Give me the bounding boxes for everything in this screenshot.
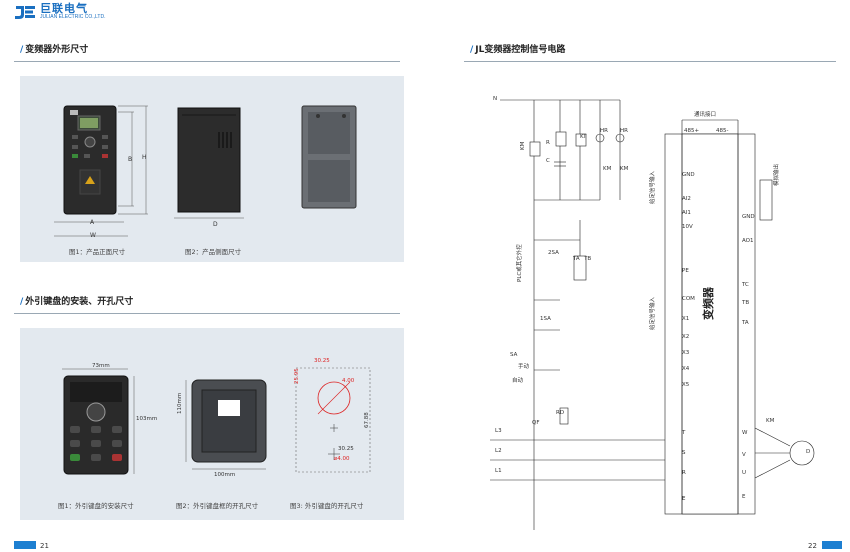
label-hr-1: HR xyxy=(600,128,608,134)
section-title-circuit: /JL变频器控制信号电路 xyxy=(470,45,566,55)
page-number-right: 22 xyxy=(808,542,817,550)
keyboard-dimensions-panel: 73mm 103mm 110mm 100mm 30.25 25.95 4.00 … xyxy=(20,328,404,520)
inverter-back-drawing xyxy=(301,105,357,209)
label-t: T xyxy=(682,430,686,436)
label-l1: L1 xyxy=(495,468,502,474)
label-manual: 手动 xyxy=(518,364,530,370)
inverter-side-drawing xyxy=(174,107,244,219)
label-r-in: R xyxy=(682,470,686,476)
label-motor-d: D xyxy=(806,449,811,455)
label-x3: X3 xyxy=(682,350,690,356)
label-rd: RD xyxy=(556,410,565,416)
label-2sa: 2SA xyxy=(548,250,559,256)
label-kt: KT xyxy=(580,134,587,140)
label-km-2: KM xyxy=(603,166,612,172)
label-plc: PLC或其它外控 xyxy=(517,244,523,282)
caption-keyboard-install: 图1：外引键盘的安装尺寸 xyxy=(58,502,134,510)
label-u: U xyxy=(742,470,747,476)
label-gnd-right: GND xyxy=(742,214,755,220)
section-title-dimensions: /变频器外形尺寸 xyxy=(20,45,89,55)
label-auto: 自动 xyxy=(512,378,524,384)
dim-label-d: D xyxy=(213,221,218,228)
caption-side-dimensions: 图2：产品侧面尺寸 xyxy=(185,248,242,256)
dim-label-a: A xyxy=(90,219,95,226)
section-divider xyxy=(464,61,836,62)
label-qf: QF xyxy=(532,420,540,426)
label-analog-output: 模拟输出 xyxy=(774,163,780,186)
label-ao1: AO1 xyxy=(742,238,754,244)
section-divider xyxy=(14,313,400,314)
dim-label-w: W xyxy=(90,232,96,239)
label-ta-relay: TA xyxy=(573,256,580,262)
label-tb: TB xyxy=(742,300,750,306)
label-v: V xyxy=(742,452,746,458)
label-s: S xyxy=(682,450,686,456)
page-footer-bar xyxy=(822,541,842,549)
label-485-plus: 485+ xyxy=(684,128,700,134)
label-x2: X2 xyxy=(682,334,690,340)
dim-73mm: 73mm xyxy=(92,363,110,369)
label-r: R xyxy=(546,140,550,146)
dim-30-25-bottom: 30.25 xyxy=(338,446,354,452)
label-n: N xyxy=(493,96,498,102)
inverter-front-drawing xyxy=(54,105,148,237)
label-e-right: E xyxy=(742,494,746,500)
label-10v: 10V xyxy=(682,224,693,230)
label-x1: X1 xyxy=(682,316,690,322)
dim-100mm: 100mm xyxy=(214,472,236,478)
dim-25-95: 25.95 xyxy=(294,368,300,384)
label-comm-port: 通讯接口 xyxy=(694,112,717,118)
company-logo: 巨联电气 JULIAN ELECTRIC CO.,LTD. xyxy=(14,3,105,20)
logo-mark-icon xyxy=(14,4,36,20)
inverter-dimensions-panel: B H A W D 图1：产品正面尺寸 图2：产品侧面尺寸 xyxy=(20,76,404,262)
keyboard-drawing xyxy=(62,368,135,475)
dim-4-00: 4.00 xyxy=(342,378,355,384)
caption-front-dimensions: 图1：产品正面尺寸 xyxy=(69,248,126,256)
label-sa: SA xyxy=(510,352,518,358)
label-l2: L2 xyxy=(495,448,502,454)
page-number-left: 21 xyxy=(40,542,49,550)
keyboard-frame-drawing xyxy=(185,379,267,470)
label-gnd-left: GND xyxy=(682,172,695,178)
control-circuit-schematic xyxy=(490,99,815,530)
dim-103mm: 103mm xyxy=(136,416,158,422)
label-inverter: 变频器 xyxy=(702,287,715,320)
label-ai2: AI2 xyxy=(682,196,691,202)
dim-diameter-4: ⌀4.00 xyxy=(334,456,350,462)
section-title-keyboard: /外引键盘的安装、开孔尺寸 xyxy=(20,297,134,307)
label-x4: X4 xyxy=(682,366,690,372)
logo-chinese-name: 巨联电气 xyxy=(40,2,88,15)
label-485-minus: 485- xyxy=(716,128,729,134)
label-e-left: E xyxy=(682,496,686,502)
logo-english-name: JULIAN ELECTRIC CO.,LTD. xyxy=(40,14,106,20)
dim-label-h: H xyxy=(142,154,147,161)
page-footer-bar xyxy=(14,541,36,549)
label-ta: TA xyxy=(742,320,749,326)
label-km-motor: KM xyxy=(766,418,775,424)
label-x5: X5 xyxy=(682,382,690,388)
label-ai1: AI1 xyxy=(682,210,691,216)
dim-110mm: 110mm xyxy=(177,392,183,414)
label-tc: TC xyxy=(742,282,749,288)
label-l3: L3 xyxy=(495,428,502,434)
dim-30-25-top: 30.25 xyxy=(314,358,330,364)
dim-67-88: 67.88 xyxy=(364,412,370,428)
label-hr-2: HR xyxy=(620,128,628,134)
cutout-drawing xyxy=(295,367,371,473)
label-c: C xyxy=(546,158,550,164)
caption-keyboard-cutout: 图3: 外引键盘的开孔尺寸 xyxy=(290,502,364,510)
label-1sa: 1SA xyxy=(540,316,551,322)
label-km: KM xyxy=(520,141,526,150)
label-run-signal: 给定信号输入 xyxy=(650,296,656,330)
label-tb-relay: TB xyxy=(584,256,592,262)
section-divider xyxy=(14,61,400,62)
label-w: W xyxy=(742,430,748,436)
label-km-3: KM xyxy=(620,166,629,172)
label-pe: PE xyxy=(682,268,689,274)
caption-frame-cutout: 图2：外引键盘框的开孔尺寸 xyxy=(176,502,259,510)
dim-label-b: B xyxy=(128,156,133,163)
label-freq-signal: 给定信号输入 xyxy=(650,170,656,204)
label-com: COM xyxy=(682,296,695,302)
